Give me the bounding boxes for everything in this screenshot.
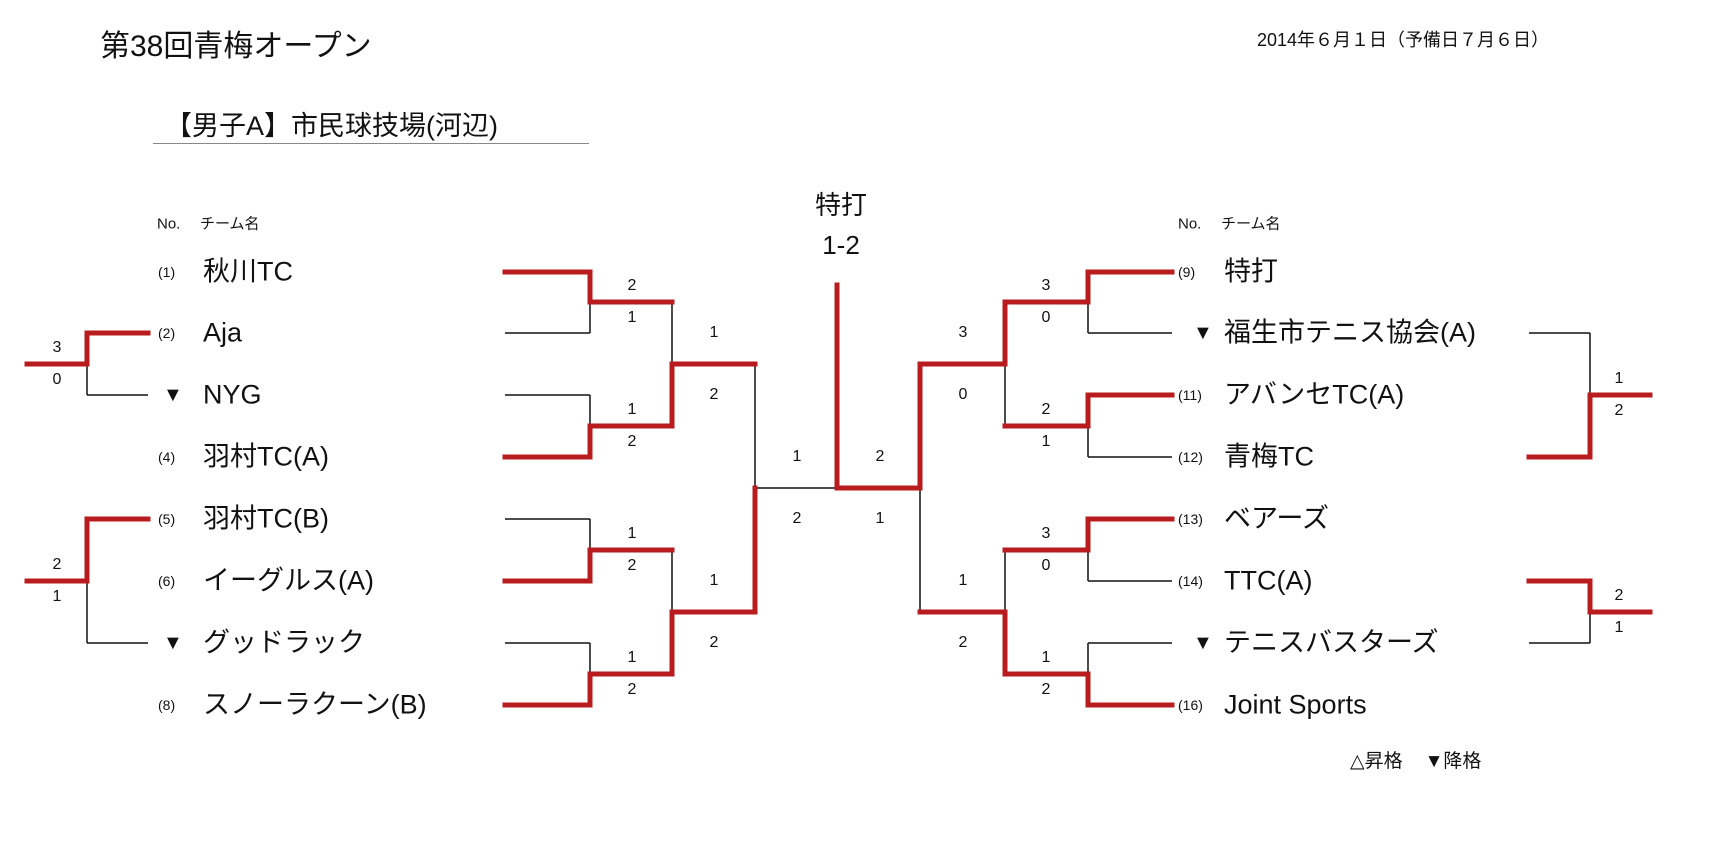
score-bottom: 2 (1614, 402, 1624, 419)
score-bottom: 2 (709, 386, 719, 403)
score-top: 2 (875, 448, 885, 465)
team-name: Joint Sports (1224, 689, 1367, 720)
subtitle-underline (153, 143, 589, 144)
score-bottom: 1 (875, 510, 885, 527)
relegation-mark-icon: ▼ (163, 632, 183, 654)
score-bottom: 2 (1041, 681, 1051, 698)
legend: △昇格 ▼降格 (1350, 752, 1503, 771)
relegation-mark-icon: ▼ (163, 384, 183, 406)
score-top: 2 (52, 556, 62, 573)
score-bottom: 2 (792, 510, 802, 527)
score-top: 1 (627, 525, 637, 542)
score-bottom: 1 (627, 309, 637, 326)
team-number: (8) (158, 697, 176, 713)
team-number: (4) (158, 449, 176, 465)
score-top: 1 (627, 401, 637, 418)
relegation-mark-icon: ▼ (1193, 322, 1213, 344)
team-name: テニスバスターズ (1224, 627, 1439, 658)
score-bottom: 2 (709, 634, 719, 651)
score-bottom: 1 (52, 588, 62, 605)
score-bottom: 1 (1041, 433, 1051, 450)
team-name: イーグルス(A) (203, 565, 374, 596)
score-top: 3 (958, 324, 968, 341)
tournament-title: 第38回青梅オープン (100, 30, 372, 63)
team-name: 特打 (1224, 256, 1278, 287)
team-number: (1) (158, 264, 176, 280)
event-date: 2014年６月１日（予備日７月６日） (1257, 30, 1550, 50)
team-number: (13) (1178, 511, 1203, 527)
team-name: 羽村TC(A) (203, 441, 329, 472)
score-top: 2 (1041, 401, 1051, 418)
team-number: (9) (1178, 264, 1196, 280)
score-top: 1 (958, 572, 968, 589)
team-number: (14) (1178, 573, 1203, 589)
score-bottom: 1 (1614, 619, 1624, 636)
left-header-team-name: チーム名 (200, 215, 260, 233)
score-bottom: 0 (1041, 557, 1051, 574)
score-top: 1 (1041, 649, 1051, 666)
team-name: 羽村TC(B) (203, 503, 329, 534)
team-number: (2) (158, 325, 176, 341)
score-bottom: 0 (1041, 309, 1051, 326)
team-number: (6) (158, 573, 176, 589)
score-top: 1 (709, 572, 719, 589)
team-name: 福生市テニス協会(A) (1224, 317, 1476, 348)
team-name: スノーラクーン(B) (203, 689, 427, 720)
score-top: 1 (792, 448, 802, 465)
score-bottom: 2 (958, 634, 968, 651)
score-bottom: 2 (627, 681, 637, 698)
team-number: (11) (1178, 387, 1202, 403)
score-top: 1 (627, 649, 637, 666)
team-name: アバンセTC(A) (1224, 379, 1405, 410)
legend-relegation: ▼降格 (1424, 751, 1482, 772)
team-name: NYG (203, 379, 262, 410)
relegation-mark-icon: ▼ (1193, 632, 1213, 654)
team-name: 青梅TC (1224, 441, 1314, 472)
team-name: 秋川TC (203, 256, 293, 287)
score-bottom: 0 (52, 371, 62, 388)
team-name: グッドラック (203, 627, 365, 658)
team-number: (16) (1178, 697, 1203, 713)
score-top: 1 (1614, 370, 1624, 387)
score-top: 2 (627, 277, 637, 294)
team-name: TTC(A) (1224, 565, 1313, 596)
left-header-no: No. (157, 215, 181, 233)
team-number: (12) (1178, 449, 1203, 465)
right-header-team-name: チーム名 (1221, 215, 1281, 233)
score-top: 3 (1041, 525, 1051, 542)
score-top: 3 (1041, 277, 1051, 294)
score-top: 3 (52, 339, 62, 356)
score-bottom: 2 (627, 557, 637, 574)
team-number: (5) (158, 511, 176, 527)
team-name: ベアーズ (1224, 503, 1330, 534)
score-bottom: 0 (958, 386, 968, 403)
legend-promotion: △昇格 (1350, 751, 1403, 772)
score-top: 2 (1614, 587, 1624, 604)
final-score: 1-2 (822, 230, 860, 260)
team-name: Aja (203, 317, 243, 348)
score-top: 1 (709, 324, 719, 341)
right-header-no: No. (1178, 215, 1202, 233)
score-bottom: 2 (627, 433, 637, 450)
division-venue-title: 【男子A】市民球技場(河辺) (165, 111, 498, 141)
final-winner-label: 特打 (814, 190, 868, 220)
